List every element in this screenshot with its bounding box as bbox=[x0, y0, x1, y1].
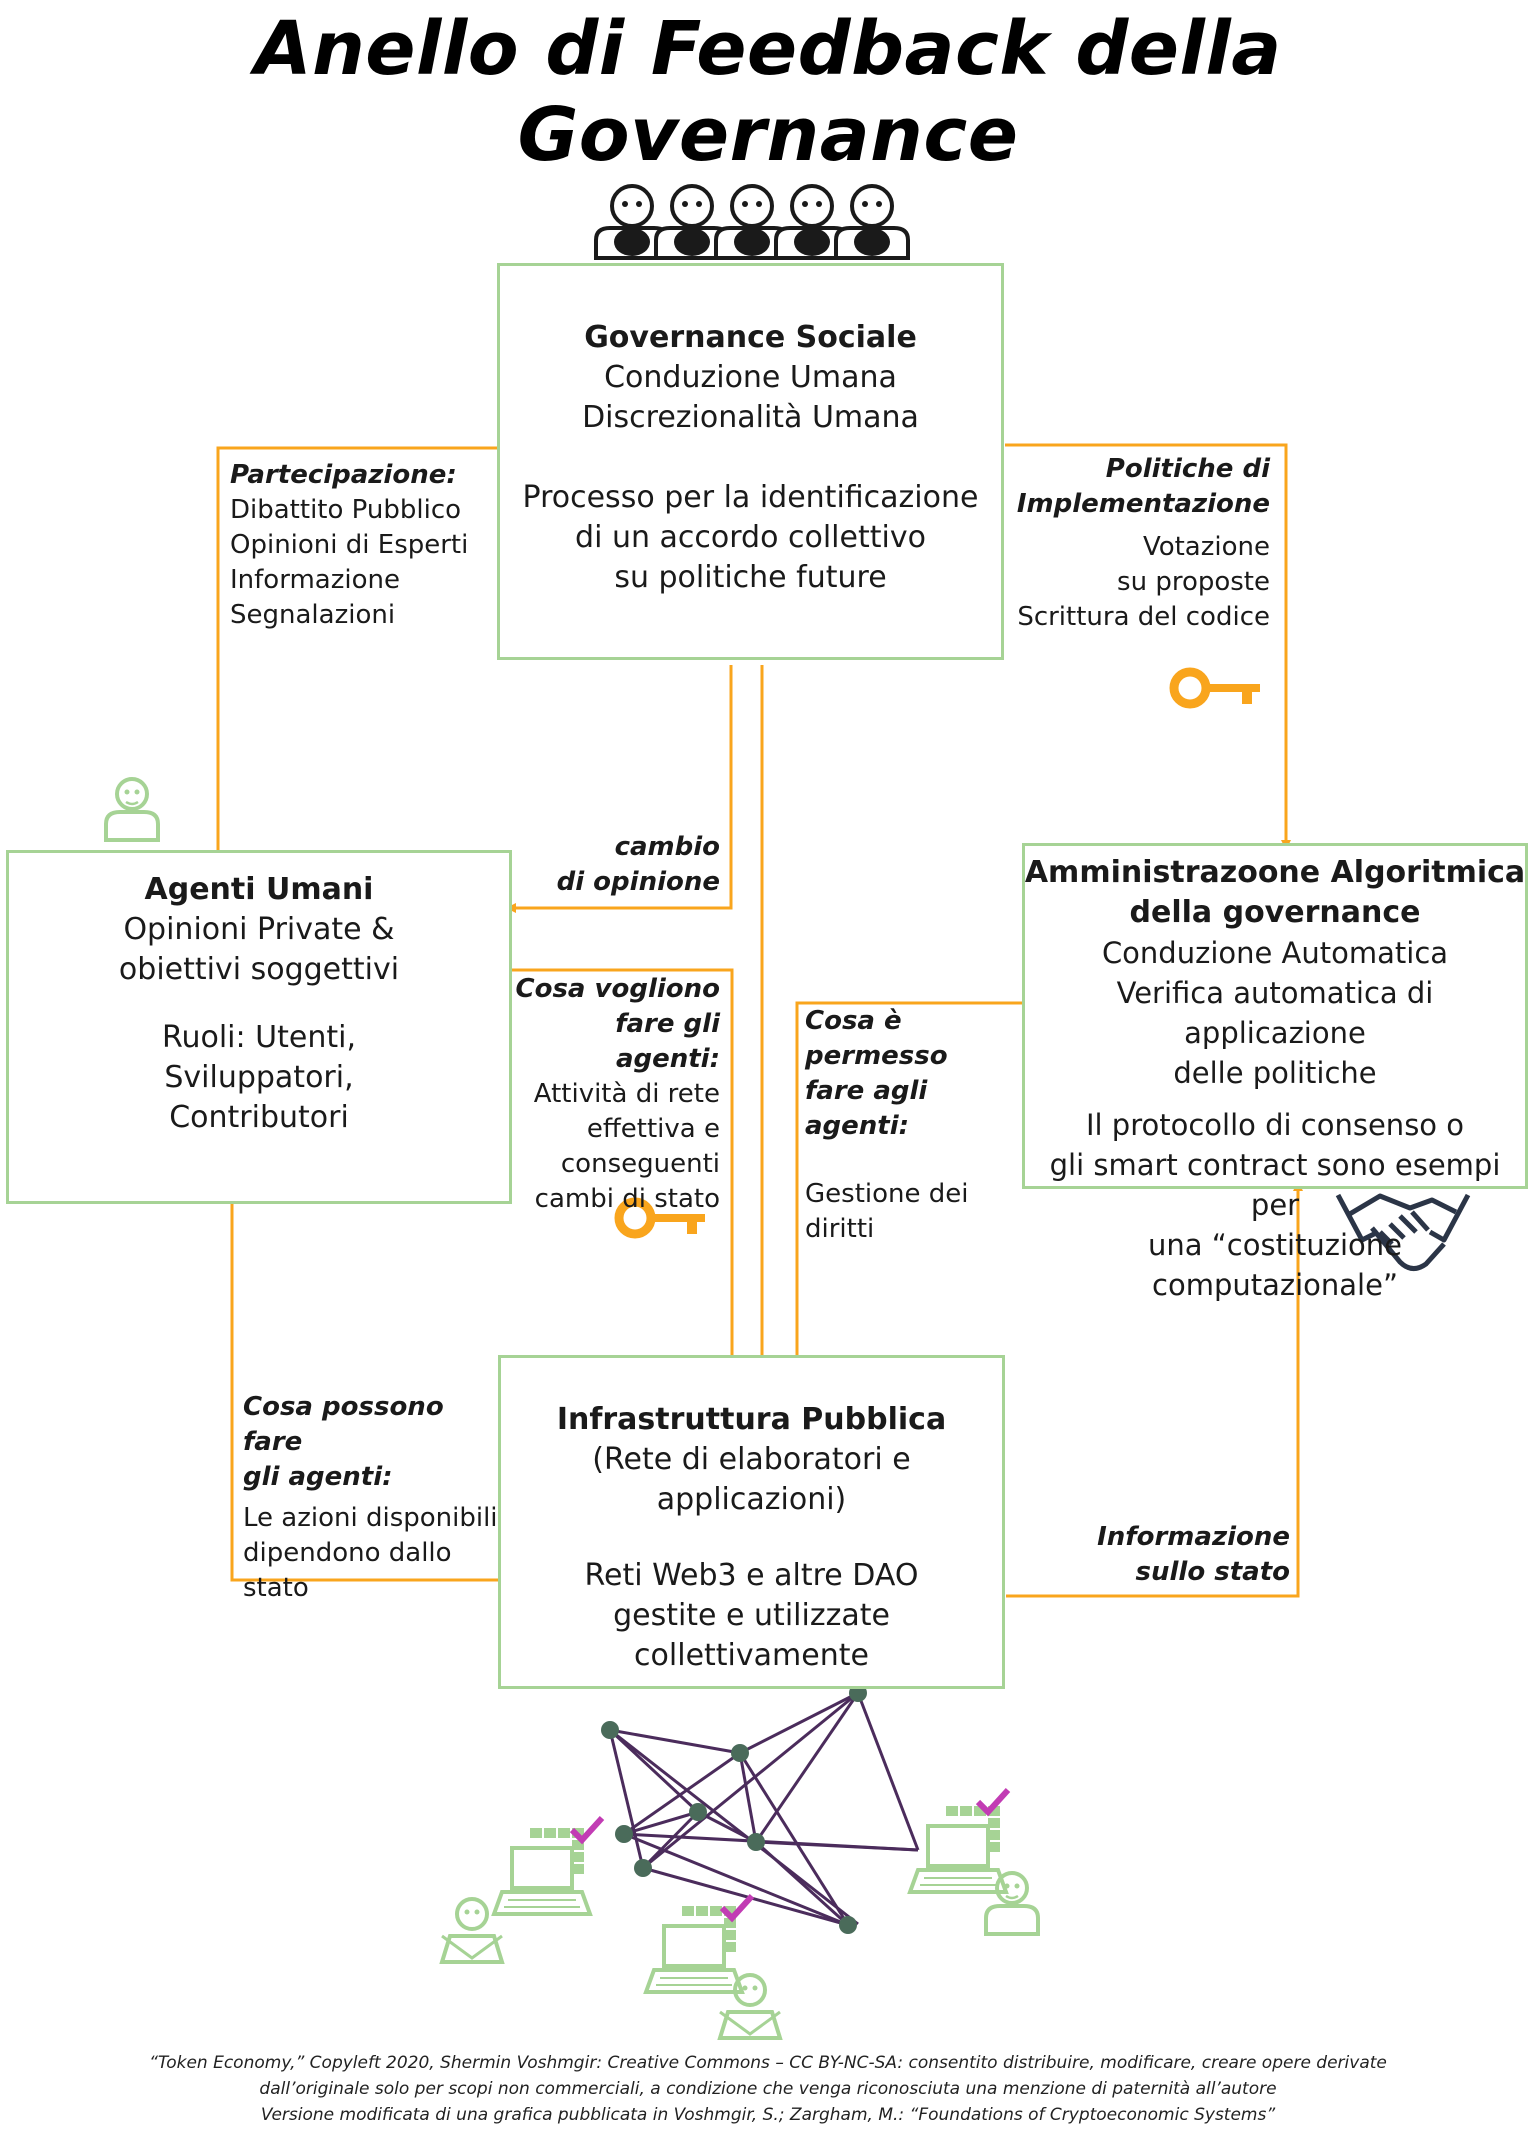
social-governance-body: su politiche future bbox=[614, 560, 887, 595]
social-governance-line: Discrezionalità Umana bbox=[582, 400, 919, 435]
label-policies-heading: Politiche di bbox=[1105, 454, 1270, 484]
label-participation-item: Informazione bbox=[230, 565, 400, 595]
computer-node-icon bbox=[644, 1896, 752, 1994]
label-agents-can: Cosa possono fare gli agenti: Le azioni … bbox=[243, 1390, 498, 1606]
public-infrastructure-line: applicazioni) bbox=[656, 1482, 847, 1517]
handshake-icon bbox=[1335, 1193, 1471, 1271]
label-policies-item: Votazione bbox=[1142, 532, 1270, 562]
credits-line: dall’originale solo per scopi non commer… bbox=[259, 2079, 1277, 2099]
social-governance-box bbox=[497, 263, 1004, 660]
human-agents-role: Contributori bbox=[169, 1100, 349, 1135]
label-participation-item: Segnalazioni bbox=[230, 600, 396, 630]
diagram-title: Anello di Feedback della Governance bbox=[254, 6, 1282, 178]
label-participation: Partecipazione: Dibattito Pubblico Opini… bbox=[230, 458, 468, 633]
label-agents-want-item: cambi di stato bbox=[534, 1184, 720, 1214]
label-agents-want-item: Attività di rete bbox=[533, 1079, 720, 1109]
algorithmic-admin-line: delle politiche bbox=[1173, 1056, 1377, 1090]
public-infrastructure-text: Infrastruttura Pubblica (Rete di elabora… bbox=[498, 1400, 1005, 1676]
human-agents-role: Ruoli: Utenti, bbox=[161, 1020, 356, 1055]
label-policies-item: Scrittura del codice bbox=[1017, 602, 1270, 632]
arrow-policies bbox=[1005, 443, 1291, 850]
social-governance-heading: Governance Sociale bbox=[584, 320, 917, 355]
computer-node-icon bbox=[492, 1818, 602, 1916]
social-governance-body: Processo per la identificazione bbox=[522, 480, 979, 515]
label-agents-want-item: effettiva e bbox=[586, 1114, 720, 1144]
label-participation-item: Dibattito Pubblico bbox=[230, 495, 462, 525]
label-agents-can-item: Le azioni disponibili bbox=[243, 1503, 498, 1533]
label-agents-want: Cosa vogliono fare gli agenti: Attività … bbox=[510, 972, 721, 1217]
human-agents-line: Opinioni Private & bbox=[123, 912, 395, 947]
arrow-state-info bbox=[1006, 1181, 1303, 1598]
computer-node-icon bbox=[908, 1790, 1008, 1894]
label-agents-allowed-item: diritti bbox=[805, 1214, 875, 1244]
label-agents-can-item: stato bbox=[243, 1573, 309, 1603]
algorithmic-admin-heading: della governance bbox=[1129, 895, 1421, 930]
social-governance-body: di un accordo collettivo bbox=[575, 520, 926, 555]
algorithmic-admin-line: Verifica automatica di applicazione bbox=[1116, 976, 1434, 1050]
label-state-info-line: Informazione bbox=[1097, 1522, 1290, 1552]
label-agents-allowed-item: Gestione dei bbox=[805, 1179, 969, 1209]
social-governance-text: Governance Sociale Conduzione Umana Disc… bbox=[497, 318, 1004, 598]
algorithmic-admin-line: Conduzione Automatica bbox=[1101, 936, 1449, 970]
label-agents-allowed-heading: Cosa è permesso bbox=[805, 1006, 948, 1071]
algorithmic-admin-box bbox=[1022, 843, 1528, 1189]
arrow-opinion-change bbox=[506, 665, 733, 913]
label-policies-heading: Implementazione bbox=[1016, 489, 1270, 519]
arrow-agents-allowed bbox=[792, 1001, 1025, 1367]
human-agents-box bbox=[6, 850, 512, 1204]
public-infrastructure-line: (Rete di elaboratori e bbox=[592, 1442, 911, 1477]
label-agents-want-item: conseguenti bbox=[560, 1149, 720, 1179]
algorithmic-admin-body: una “costituzione computazionale” bbox=[1148, 1228, 1402, 1302]
label-agents-allowed-heading: fare agli agenti: bbox=[805, 1076, 928, 1141]
label-agents-allowed: Cosa è permesso fare agli agenti: Gestio… bbox=[805, 1004, 1025, 1247]
person-icon bbox=[104, 777, 160, 842]
label-policies: Politiche di Implementazione Votazione s… bbox=[1000, 452, 1270, 635]
person-icon bbox=[984, 1871, 1040, 1936]
label-participation-heading: Partecipazione: bbox=[230, 460, 457, 490]
label-opinion-change-line: di opinione bbox=[556, 867, 720, 897]
human-agents-role: Sviluppatori, bbox=[164, 1060, 354, 1095]
public-infrastructure-heading: Infrastruttura Pubblica bbox=[556, 1402, 947, 1437]
label-agents-can-item: dipendono dallo bbox=[243, 1538, 452, 1568]
label-policies-item: su proposte bbox=[1117, 567, 1270, 597]
label-agents-can-heading: gli agenti: bbox=[243, 1462, 393, 1492]
network-graph bbox=[601, 1684, 920, 1934]
label-opinion-change-line: cambio bbox=[614, 832, 720, 862]
human-agents-text: Agenti Umani Opinioni Private & obiettiv… bbox=[6, 870, 512, 1138]
arrow-agents-want bbox=[512, 968, 737, 1367]
public-infrastructure-box bbox=[498, 1355, 1005, 1689]
human-agents-line: obiettivi soggettivi bbox=[118, 952, 400, 987]
social-governance-line: Conduzione Umana bbox=[604, 360, 897, 395]
label-state-info-line: sullo stato bbox=[1135, 1557, 1290, 1587]
credits-line: “Token Economy,” Copyleft 2020, Shermin … bbox=[149, 2053, 1387, 2073]
label-state-info: Informazione sullo stato bbox=[1080, 1520, 1290, 1590]
arrow-agents-can bbox=[227, 1183, 505, 1582]
human-agents-heading: Agenti Umani bbox=[144, 872, 374, 907]
algorithmic-admin-body: Il protocollo di consenso o bbox=[1085, 1108, 1465, 1142]
label-agents-can-heading: Cosa possono fare bbox=[243, 1392, 444, 1457]
algorithmic-admin-body: gli smart contract sono esempi per bbox=[1049, 1148, 1501, 1222]
label-participation-item: Opinioni di Esperti bbox=[230, 530, 469, 560]
arrow-participation bbox=[216, 443, 507, 850]
credits-footer: “Token Economy,” Copyleft 2020, Shermin … bbox=[0, 2050, 1536, 2128]
algorithmic-admin-heading: Amministrazoone Algoritmica bbox=[1024, 855, 1526, 890]
public-infrastructure-body: gestite e utilizzate collettivamente bbox=[613, 1598, 890, 1673]
label-agents-want-heading: fare gli agenti: bbox=[615, 1009, 720, 1074]
crowd-icon bbox=[594, 184, 910, 260]
public-infrastructure-body: Reti Web3 e altre DAO bbox=[584, 1558, 919, 1593]
label-opinion-change: cambio di opinione bbox=[520, 830, 720, 900]
label-agents-want-heading: Cosa vogliono bbox=[515, 974, 721, 1004]
key-icon bbox=[1174, 672, 1260, 704]
person-laptop-icon bbox=[440, 1897, 504, 1964]
credits-line: Versione modificata di una grafica pubbl… bbox=[260, 2105, 1276, 2125]
algorithmic-admin-text: Amministrazoone Algoritmica della govern… bbox=[1022, 853, 1528, 1305]
